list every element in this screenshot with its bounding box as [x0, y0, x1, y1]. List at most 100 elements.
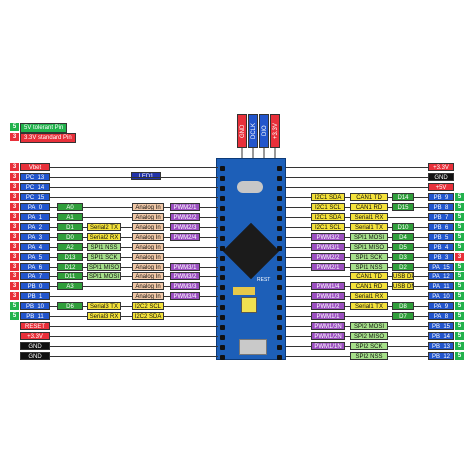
left-function-tag: A0 [57, 202, 83, 211]
left-pin-type: 3 [10, 222, 19, 231]
left-function-tag: Analog In [132, 202, 164, 211]
left-function-tag: Serial2 RX [87, 232, 121, 241]
left-header-pin [220, 255, 225, 261]
left-header-pin [220, 305, 225, 311]
right-pin-type: 5 [455, 282, 464, 291]
left-pin-label: PC_13 [20, 172, 50, 181]
right-function-tag: PWM1/1 [311, 312, 345, 321]
right-header-pin [277, 215, 282, 221]
right-pin-label: +5V [428, 182, 454, 191]
right-function-tag: D2 [392, 262, 414, 271]
crystal [237, 181, 263, 193]
right-pin-label: PB_9 [428, 192, 454, 201]
left-function-tag: Analog In [132, 232, 164, 241]
left-pin-type: 3 [10, 192, 19, 201]
left-function-tag: A3 [57, 282, 83, 291]
left-function-tag: Serial3 TX [87, 302, 121, 311]
right-header-pin [277, 345, 282, 351]
right-function-tag: PWM1/4 [311, 282, 345, 291]
left-pin-label: PC_14 [20, 182, 50, 191]
right-pin-label: PA_15 [428, 262, 454, 271]
left-function-tag: Analog In [132, 242, 164, 251]
left-function-tag: D1 [57, 222, 83, 231]
right-function-tag: I2C1 SCL [311, 222, 345, 231]
right-function-tag: USB DM [392, 282, 414, 291]
right-pin-type: 5 [455, 272, 464, 281]
left-wire [28, 186, 218, 188]
left-function-tag: PWM3/3 [170, 282, 200, 291]
right-pin-type: 5 [455, 232, 464, 241]
right-pin-label: PB_3 [428, 252, 454, 261]
right-pin-type: 5 [455, 342, 464, 351]
left-pin-type: 3 [10, 212, 19, 221]
left-wire [28, 306, 218, 308]
right-header-pin [277, 195, 282, 201]
left-wire [28, 176, 218, 178]
mcu-chip [222, 222, 280, 280]
right-header-pin [277, 355, 282, 361]
right-function-tag: D10 [392, 222, 414, 231]
left-wire [28, 246, 218, 248]
right-pin-label: PB_13 [428, 342, 454, 351]
left-pin-type: 3 [10, 163, 19, 171]
legend-5v-text: 5V tolerant Pin [20, 123, 68, 133]
right-pin-type: 5 [455, 242, 464, 251]
left-pin-label: PA_5 [20, 252, 50, 261]
left-pin-label: GND [20, 342, 50, 351]
left-wire [28, 346, 218, 348]
right-pin-type: 5 [455, 332, 464, 341]
left-function-tag: Analog In [132, 272, 164, 281]
left-function-tag: SPI1 MOSI [87, 272, 121, 281]
left-function-tag: Analog In [132, 252, 164, 261]
left-header-pin [220, 215, 225, 221]
left-function-tag: Serial2 TX [87, 222, 121, 231]
left-header-pin [220, 275, 225, 281]
right-pin-type: 5 [455, 262, 464, 271]
right-header-pin [277, 255, 282, 261]
left-pin-label: PA_4 [20, 242, 50, 251]
right-pin-type: 5 [455, 212, 464, 221]
led-label: LED1 [131, 172, 161, 180]
right-header-pin [277, 166, 282, 171]
left-pin-label: PB_11 [20, 312, 50, 321]
left-header-pin [220, 355, 225, 361]
left-pin-label: PA_7 [20, 272, 50, 281]
jumper-block [233, 287, 255, 295]
right-pin-type: 5 [455, 192, 464, 201]
right-pin-label: PA_12 [428, 272, 454, 281]
left-pin-type: 3 [10, 172, 19, 181]
left-pin-type: 3 [10, 202, 19, 211]
left-function-tag: PWM3/2 [170, 272, 200, 281]
right-pin-type: 5 [455, 322, 464, 331]
left-function-tag: PWM2/2 [170, 212, 200, 221]
right-function-tag: PWM1/3 [311, 292, 345, 301]
left-pin-type: 3 [10, 232, 19, 241]
swd-pin-3v3: +3.3V [270, 114, 280, 148]
right-function-tag: SPI1 SCK [350, 252, 388, 261]
right-pin-type: 5 [455, 302, 464, 311]
right-pin-type: 5 [455, 292, 464, 301]
right-header-pin [277, 305, 282, 311]
left-header-pin [220, 325, 225, 331]
right-pin-type: 3 [455, 252, 464, 261]
right-function-tag: PWM1/3N [311, 322, 345, 331]
left-header-pin [220, 295, 225, 301]
left-function-tag: Analog In [132, 292, 164, 301]
swd-pin-dio: DIO [259, 114, 269, 148]
left-header-pin [220, 335, 225, 341]
left-function-tag: PWM2/1 [170, 202, 200, 211]
right-header-pin [277, 205, 282, 211]
right-function-tag: PWM3/2 [311, 232, 345, 241]
left-function-tag: Analog In [132, 262, 164, 271]
left-function-tag: D11 [57, 272, 83, 281]
left-pin-label: PC_15 [20, 192, 50, 201]
right-function-tag: SPI2 MOSI [350, 322, 388, 331]
right-function-tag: Serial1 RX [350, 292, 388, 301]
left-function-tag: PWM3/4 [170, 292, 200, 301]
left-wire [28, 216, 218, 218]
right-function-tag: Serial1 TX [350, 302, 388, 311]
right-wire [286, 316, 428, 318]
left-function-tag: D6 [57, 302, 83, 311]
left-wire [28, 296, 218, 298]
left-function-tag: PWM3/1 [170, 262, 200, 271]
